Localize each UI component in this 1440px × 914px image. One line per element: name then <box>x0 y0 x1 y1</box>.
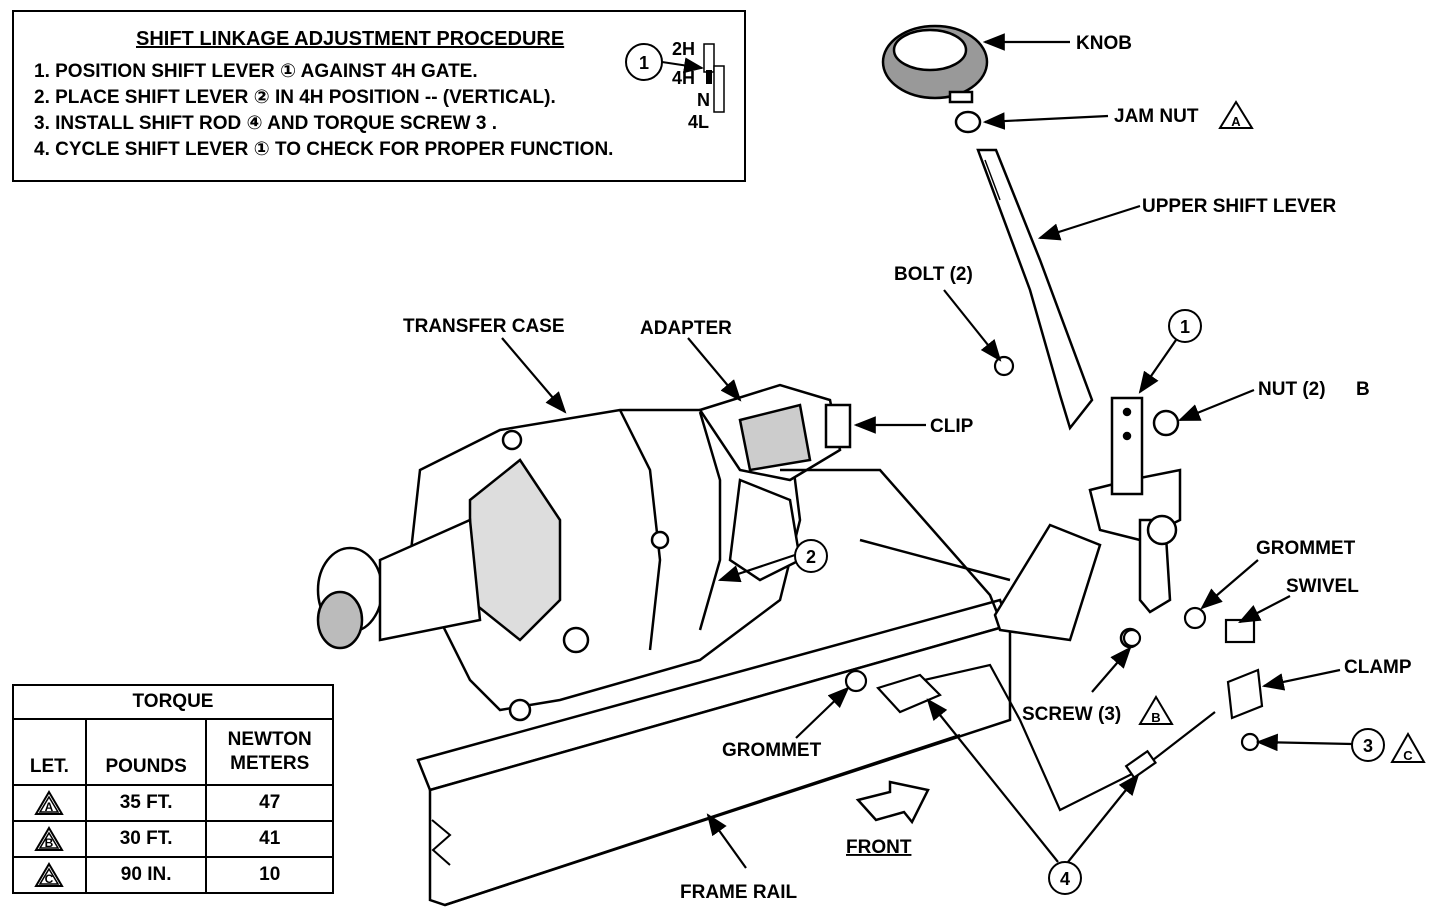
transfer-case <box>316 408 802 722</box>
label-grommet-bottom: GROMMET <box>722 740 822 761</box>
triangle-b-icon: B <box>34 826 65 852</box>
svg-text:2: 2 <box>806 547 816 567</box>
procedure-step-3: 3. INSTALL SHIFT ROD ④ AND TORQUE SCREW … <box>34 113 497 134</box>
procedure-step-2: 2. PLACE SHIFT LEVER ② IN 4H POSITION --… <box>34 87 556 108</box>
label-bolt: BOLT (2) <box>894 264 973 285</box>
gate-2h: 2H <box>672 39 695 59</box>
procedure-box <box>12 10 746 182</box>
torque-row-a-newton: 47 <box>205 784 334 822</box>
gate-4l: 4L <box>688 112 709 132</box>
gate-4h: 4H <box>672 68 695 88</box>
procedure-step-4: 4. CYCLE SHIFT LEVER ① TO CHECK FOR PROP… <box>34 139 614 160</box>
callout-3: 3 <box>1351 728 1385 762</box>
svg-text:B: B <box>1151 710 1160 725</box>
label-clamp: CLAMP <box>1344 657 1412 678</box>
svg-text:3: 3 <box>1363 736 1373 756</box>
shift-gate-diagram: 1 2H 4H N 4L <box>625 39 725 132</box>
header-newton-meters: NEWTON METERS <box>205 718 334 786</box>
hardware-parts <box>844 355 1264 752</box>
torque-row-c-letter: C <box>12 856 87 894</box>
triangle-a-icon: A <box>1218 100 1254 129</box>
procedure-step-1: 1. POSITION SHIFT LEVER ① AGAINST 4H GAT… <box>34 61 478 82</box>
torque-row-c-pounds: 90 IN. <box>84 856 208 894</box>
label-transfer-case: TRANSFER CASE <box>403 316 565 337</box>
callout-2: 2 <box>794 539 828 573</box>
callout-1: 1 <box>1168 309 1202 343</box>
front-arrow-icon <box>855 780 930 825</box>
gate-n: N <box>697 90 710 110</box>
label-nut: NUT (2) <box>1258 379 1326 400</box>
label-jam-nut: JAM NUT <box>1114 106 1199 127</box>
label-swivel: SWIVEL <box>1286 576 1359 597</box>
svg-text:B: B <box>45 836 54 850</box>
triangle-a-icon: A <box>34 790 65 816</box>
label-clip: CLIP <box>930 416 974 437</box>
svg-text:A: A <box>45 800 54 814</box>
label-front: FRONT <box>846 837 912 858</box>
header-letter: LET. <box>12 718 87 786</box>
svg-text:C: C <box>45 872 54 886</box>
header-pounds: POUNDS <box>84 718 208 786</box>
torque-row-b-letter: B <box>12 820 87 858</box>
torque-table: TORQUE LET. POUNDS NEWTON METERS A 35 FT… <box>12 684 334 894</box>
svg-text:C: C <box>1403 748 1413 763</box>
shift-rod <box>876 663 1216 812</box>
svg-text:4: 4 <box>1060 869 1070 889</box>
callout-4: 4 <box>1048 861 1082 895</box>
svg-text:A: A <box>1231 114 1241 129</box>
upper-shift-lever <box>881 24 1094 431</box>
procedure-title: SHIFT LINKAGE ADJUSTMENT PROCEDURE <box>136 28 565 50</box>
label-frame-rail: FRAME RAIL <box>680 882 798 903</box>
torque-row-b-pounds: 30 FT. <box>84 820 208 858</box>
torque-row-b-newton: 41 <box>205 820 334 858</box>
torque-row-a-pounds: 35 FT. <box>84 784 208 822</box>
svg-text:1: 1 <box>1180 317 1190 337</box>
gate-callout-1: 1 <box>639 53 649 73</box>
triangle-b-icon: B <box>1138 695 1174 725</box>
label-upper-shift-lever: UPPER SHIFT LEVER <box>1142 196 1337 217</box>
torque-row-a-letter: A <box>12 784 87 822</box>
adapter <box>698 383 852 582</box>
triangle-c-icon: C <box>34 862 65 888</box>
label-adapter: ADAPTER <box>640 318 732 339</box>
label-knob: KNOB <box>1076 33 1132 54</box>
label-screw: SCREW (3) <box>1022 704 1121 725</box>
label-nut-letter: B <box>1356 379 1370 400</box>
torque-row-c-newton: 10 <box>205 856 334 894</box>
leader-lines <box>501 33 1353 869</box>
label-grommet-right: GROMMET <box>1256 538 1356 559</box>
frame-rail <box>416 598 1012 907</box>
torque-table-title: TORQUE <box>12 684 334 720</box>
triangle-c-icon: C <box>1390 731 1426 763</box>
